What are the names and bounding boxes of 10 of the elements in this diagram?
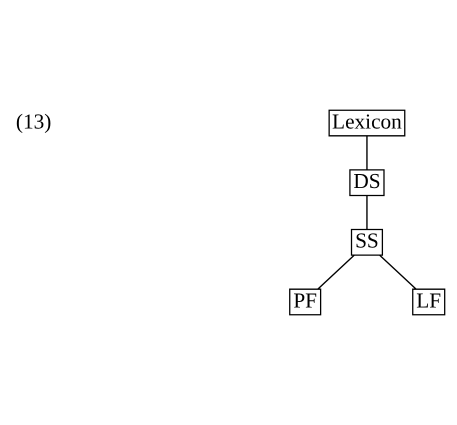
node-box: DS xyxy=(349,169,385,196)
node-box: Lexicon xyxy=(328,110,406,136)
node-box: PF xyxy=(289,288,322,316)
connector xyxy=(366,136,368,170)
node-box: SS xyxy=(350,228,384,256)
connector xyxy=(379,254,416,290)
connector xyxy=(317,254,355,290)
label: (13) xyxy=(16,109,52,134)
connector xyxy=(366,196,368,230)
node-box: LF xyxy=(412,288,446,316)
